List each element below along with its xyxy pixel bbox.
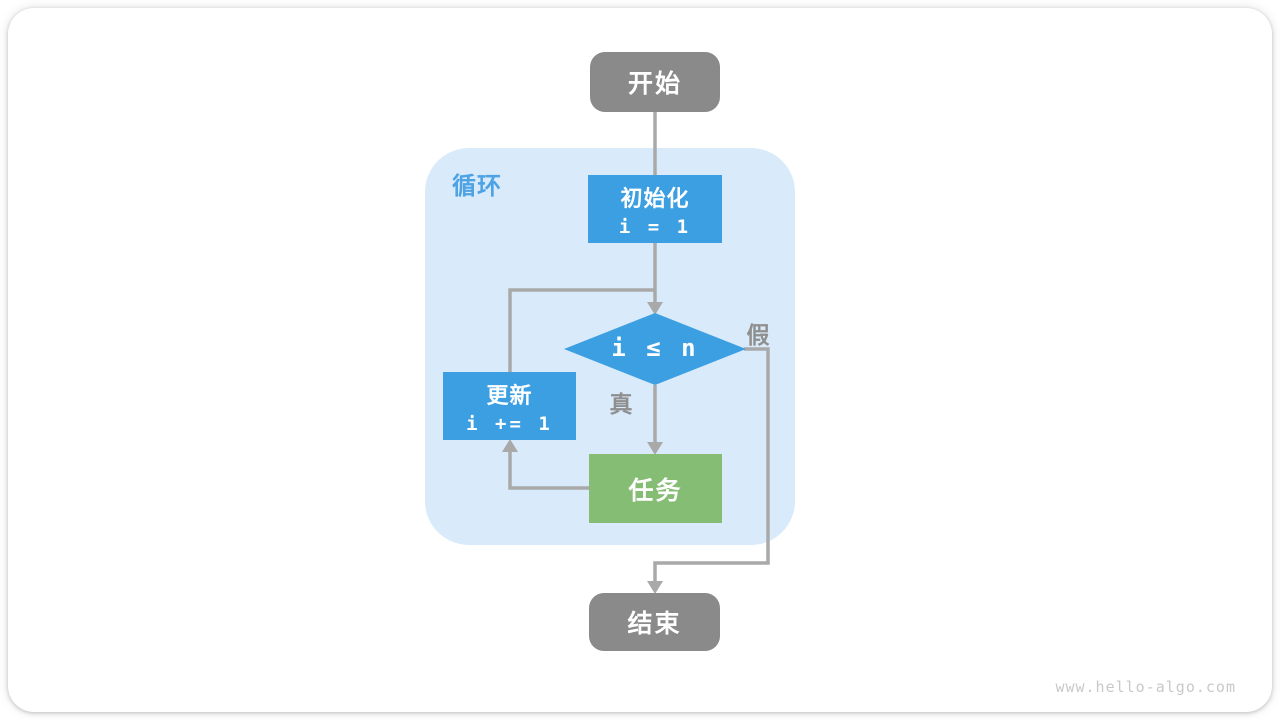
- flow-edges: [502, 112, 770, 594]
- arrowhead-into-end: [647, 581, 663, 594]
- edge-condition-to-end: [653, 347, 770, 583]
- task-node-label: 任务: [628, 476, 683, 505]
- edge-label-false: 假: [746, 322, 770, 348]
- init-node-code: i = 1: [618, 215, 692, 238]
- task-node: 任务: [589, 454, 722, 523]
- start-node: 开始: [590, 52, 720, 112]
- watermark: www.hello-algo.com: [1055, 678, 1236, 696]
- edge-task-to-update: [508, 450, 589, 490]
- arrowhead-into-condition: [647, 302, 663, 315]
- condition-diamond: [564, 313, 746, 385]
- end-node-label: 结束: [627, 610, 682, 638]
- arrowhead-into-update: [502, 439, 518, 452]
- arrowhead-into-task: [647, 442, 663, 455]
- edge-update-loopback: [508, 288, 655, 372]
- diagram-card: 循环 开始 初始化 i = 1 i ≤ n 真 假 更新 i += 1: [8, 8, 1272, 712]
- edge-label-true: 真: [609, 391, 633, 417]
- condition-label: i ≤ n: [611, 334, 699, 362]
- update-node-code: i += 1: [466, 412, 553, 435]
- update-node: 更新 i += 1: [443, 372, 576, 440]
- start-node-label: 开始: [627, 70, 682, 98]
- init-node: 初始化 i = 1: [588, 175, 722, 243]
- end-node: 结束: [589, 593, 720, 651]
- init-node-title: 初始化: [620, 185, 690, 211]
- loop-label: 循环: [452, 173, 502, 200]
- update-node-title: 更新: [486, 382, 533, 408]
